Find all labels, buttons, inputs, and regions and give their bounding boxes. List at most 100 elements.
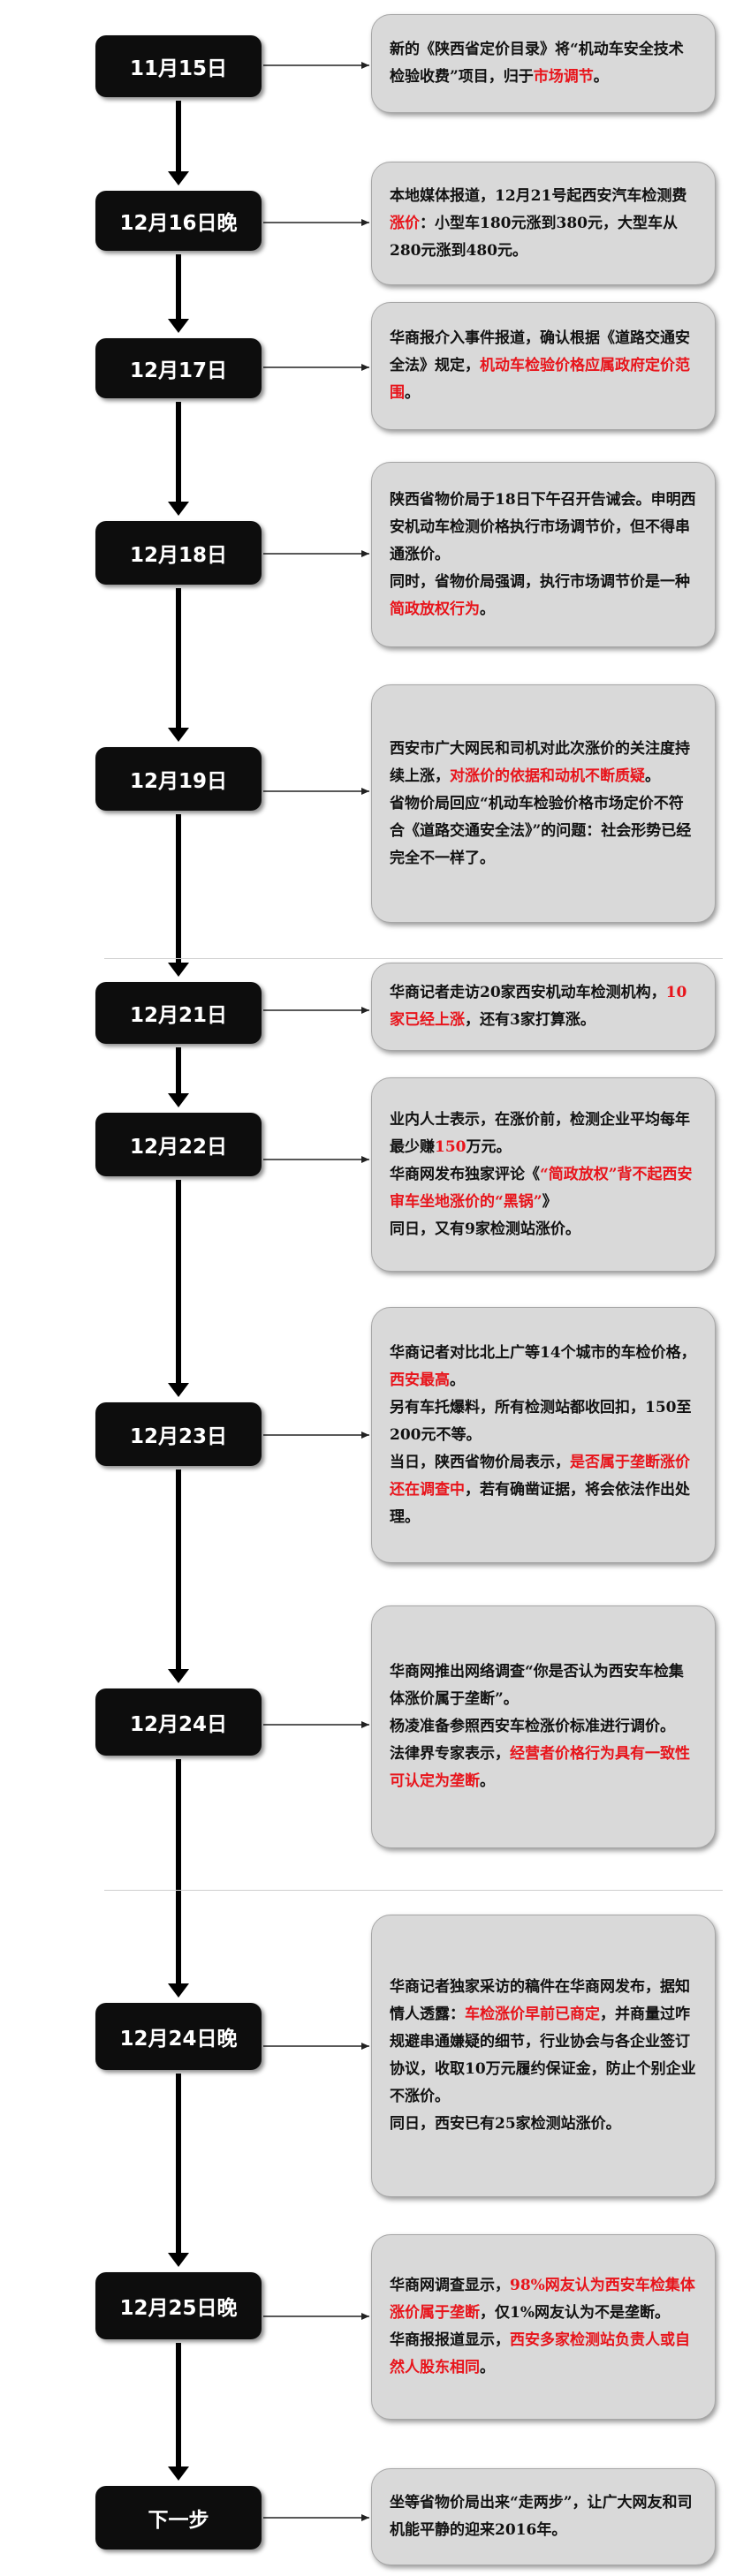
date-label: 12月17日: [95, 338, 262, 398]
note-text: 华商记者独家采访的稿件在华商网发布，据知情人透露：: [390, 1978, 690, 2023]
divider-rule: [104, 1890, 723, 1891]
note-text: 西安市广大网民和司机对此次涨价的关注度持续上涨，: [390, 739, 690, 785]
note-text: 。: [480, 1772, 495, 1790]
event-note: 华商记者独家采访的稿件在华商网发布，据知情人透露：车检涨价早前已商定，并商量过咋…: [371, 1915, 716, 2197]
event-note: 西安市广大网民和司机对此次涨价的关注度持续上涨，对涨价的依据和动机不断质疑。省物…: [371, 684, 716, 923]
note-text: 另有车托爆料，所有检测站都收回扣，150至200元不等。: [390, 1398, 692, 1444]
note-paragraph: 另有车托爆料，所有检测站都收回扣，150至200元不等。: [390, 1394, 697, 1449]
date-label: 12月25日晚: [95, 2272, 262, 2339]
note-text: 华商报报道显示，: [390, 2331, 510, 2349]
note-text: ：小型车180元涨到380元，大型车从280元涨到480元。: [390, 214, 678, 260]
note-paragraph: 同日，又有9家检测站涨价。: [390, 1216, 697, 1243]
note-text: 》: [542, 1192, 558, 1211]
highlight-text: 98%网友认为西安车检集体涨价属于垄断: [390, 2277, 695, 2322]
down-arrow: [168, 2343, 189, 2481]
note-text: 华商记者对比北上广等14个城市的车检价格，: [390, 1343, 696, 1362]
highlight-text: 车检涨价早前已商定: [465, 2006, 600, 2023]
note-text: ，若有确凿证据，将会依法作出处理。: [390, 1480, 690, 1526]
down-arrow: [168, 1469, 189, 1683]
highlight-text: 10家已经上涨: [390, 984, 687, 1029]
note-paragraph: 华商报介入事件报道，确认根据《道路交通安全法》规定，机动车检验价格应属政府定价范…: [390, 325, 697, 407]
event-note: 陕西省物价局于18日下午召开告诫会。申明西安机动车检测价格执行市场调节价，但不得…: [371, 462, 716, 647]
down-arrow: [168, 2074, 189, 2267]
note-paragraph: 华商网推出网络调查“你是否认为西安车检集体涨价属于垄断”。: [390, 1658, 697, 1713]
note-text: 华商报介入事件报道，确认根据《道路交通安全法》规定，: [390, 329, 690, 374]
note-paragraph: 法律界专家表示，经营者价格行为具有一致性可认定为垄断。: [390, 1741, 697, 1795]
down-arrow: [168, 101, 189, 185]
event-note: 坐等省物价局出来“走两步”，让广大网友和司机能平静的迎来2016年。: [371, 2468, 716, 2565]
highlight-text: 西安多家检测站负责人或自然人股东相同: [390, 2331, 690, 2376]
date-label: 12月22日: [95, 1113, 262, 1176]
note-text: 当日，陕西省物价局表示，: [390, 1453, 570, 1471]
date-label: 12月24日: [95, 1688, 262, 1756]
note-paragraph: 华商报报道显示，西安多家检测站负责人或自然人股东相同。: [390, 2327, 697, 2382]
note-text: ，并商量过咋规避串通嫌疑的细节，行业协会与各企业签订协议，收取10万元履约保证金…: [390, 2006, 696, 2105]
event-note: 华商报介入事件报道，确认根据《道路交通安全法》规定，机动车检验价格应属政府定价范…: [371, 302, 716, 430]
down-arrow: [168, 814, 189, 977]
note-text: 同时，省物价局强调，执行市场调节价是一种: [390, 572, 690, 591]
note-text: 华商记者走访20家西安机动车检测机构，: [390, 984, 666, 1001]
down-arrow: [168, 1047, 189, 1107]
note-text: 法律界专家表示，: [390, 1745, 510, 1763]
note-paragraph: 华商记者独家采访的稿件在华商网发布，据知情人透露：车检涨价早前已商定，并商量过咋…: [390, 1974, 697, 2111]
note-text: 。: [480, 2359, 495, 2376]
highlight-text: 150: [435, 1137, 467, 1156]
note-text: 。: [593, 68, 609, 86]
note-text: 陕西省物价局于18日下午召开告诫会。申明西安机动车检测价格执行市场调节价，但不得…: [390, 490, 696, 563]
date-label: 下一步: [95, 2486, 262, 2550]
note-text: 万元。: [466, 1137, 512, 1156]
date-label: 12月18日: [95, 521, 262, 585]
note-paragraph: 西安市广大网民和司机对此次涨价的关注度持续上涨，对涨价的依据和动机不断质疑。: [390, 736, 697, 790]
event-note: 华商记者对比北上广等14个城市的车检价格， 西安最高。另有车托爆料，所有检测站都收…: [371, 1307, 716, 1563]
highlight-text: 是否属于垄断涨价还在调查中: [390, 1453, 690, 1499]
highlight-text: 机动车检验价格应属政府定价范围: [390, 357, 690, 402]
note-text: 本地媒体报道，12月21号起西安汽车检测费: [390, 186, 687, 205]
down-arrow: [168, 588, 189, 742]
highlight-text: 西安最高: [390, 1371, 450, 1389]
note-paragraph: 陕西省物价局于18日下午召开告诫会。申明西安机动车检测价格执行市场调节价，但不得…: [390, 487, 697, 569]
note-text: 同日，又有9家检测站涨价。: [390, 1220, 580, 1238]
note-paragraph: 当日，陕西省物价局表示，是否属于垄断涨价还在调查中，若有确凿证据，将会依法作出处…: [390, 1449, 697, 1531]
note-text: 杨凌准备参照西安车检涨价标准进行调价。: [390, 1718, 675, 1735]
highlight-text: 对涨价的依据和动机不断质疑: [450, 767, 645, 785]
note-text: 省物价局回应“机动车检验价格市场定价不符合《道路交通安全法》”的问题：社会形势已…: [390, 794, 692, 867]
date-label: 12月19日: [95, 747, 262, 811]
event-note: 业内人士表示，在涨价前，检测企业平均每年最少赚150万元。华商网发布独家评论《“…: [371, 1077, 716, 1272]
event-note: 华商记者走访20家西安机动车检测机构，10家已经上涨，还有3家打算涨。: [371, 963, 716, 1051]
down-arrow: [168, 1759, 189, 1998]
note-text: 华商网推出网络调查“你是否认为西安车检集体涨价属于垄断”。: [390, 1663, 684, 1708]
date-label: 11月15日: [95, 35, 262, 97]
note-paragraph: 华商记者走访20家西安机动车检测机构，10家已经上涨，还有3家打算涨。: [390, 979, 697, 1034]
down-arrow: [168, 254, 189, 333]
highlight-text: 简政放权行为: [390, 600, 480, 618]
divider-rule: [104, 958, 723, 959]
note-text: 同日，西安已有25家检测站涨价。: [390, 2115, 621, 2133]
note-paragraph: 华商记者对比北上广等14个城市的车检价格， 西安最高。: [390, 1340, 697, 1394]
note-paragraph: 同日，西安已有25家检测站涨价。: [390, 2111, 697, 2138]
down-arrow: [168, 1180, 189, 1397]
note-paragraph: 本地媒体报道，12月21号起西安汽车检测费涨价：小型车180元涨到380元，大型…: [390, 183, 697, 265]
note-text: 。: [450, 1371, 465, 1389]
highlight-text: 市场调节: [533, 68, 594, 86]
event-note: 新的《陕西省定价目录》将“机动车安全技术检验收费”项目，归于市场调节。: [371, 14, 716, 113]
highlight-text: “简政放权”背不起西安审车坐地涨价的“黑锅”: [390, 1165, 693, 1211]
event-note: 华商网调查显示，98%网友认为西安车检集体涨价属于垄断，仅1%网友认为不是垄断。…: [371, 2234, 716, 2420]
note-text: 。: [480, 600, 495, 618]
date-label: 12月24日晚: [95, 2003, 262, 2070]
note-text: 华商网发布独家评论《: [390, 1165, 540, 1183]
event-note: 华商网推出网络调查“你是否认为西安车检集体涨价属于垄断”。杨凌准备参照西安车检涨…: [371, 1605, 716, 1848]
note-text: 新的《陕西省定价目录》将“机动车安全技术检验收费”项目，归于: [390, 41, 684, 86]
event-note: 本地媒体报道，12月21号起西安汽车检测费涨价：小型车180元涨到380元，大型…: [371, 162, 716, 285]
note-paragraph: 杨凌准备参照西安车检涨价标准进行调价。: [390, 1713, 697, 1741]
highlight-text: 涨价: [390, 214, 420, 232]
note-text: 。: [645, 767, 660, 785]
note-text: ，还有3家打算涨。: [465, 1011, 595, 1029]
down-arrow: [168, 402, 189, 516]
note-text: 华商网调查显示，: [390, 2277, 510, 2294]
date-label: 12月23日: [95, 1402, 262, 1466]
note-text: ，仅1%网友认为不是垄断。: [480, 2304, 670, 2322]
note-text: 。: [405, 384, 420, 402]
note-paragraph: 同时，省物价局强调，执行市场调节价是一种简政放权行为。: [390, 569, 697, 623]
